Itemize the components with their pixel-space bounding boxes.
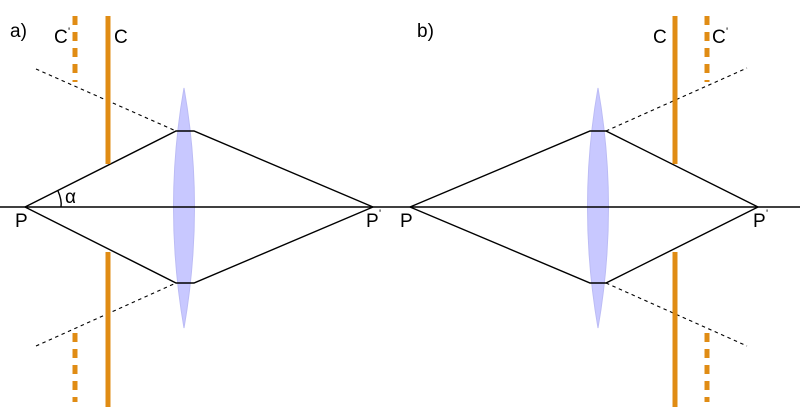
label-c-prime-mark-b: ' xyxy=(726,26,728,38)
ray-extension-upper-a xyxy=(35,68,177,132)
panel-b: b) C C ' P P ' xyxy=(400,16,800,407)
ray-upper-b xyxy=(409,130,759,208)
label-p-prime-b: P xyxy=(753,211,766,232)
ray-lower-b xyxy=(409,206,759,284)
label-p-prime-a: P xyxy=(366,211,379,232)
label-p-b: P xyxy=(400,211,413,232)
label-p-prime-mark-a: ' xyxy=(379,208,381,220)
panel-a: a) C ' C α P P ' xyxy=(0,16,400,407)
panel-label-b: b) xyxy=(417,21,434,42)
lens-b xyxy=(587,87,609,329)
label-p-prime-mark-b: ' xyxy=(766,208,768,220)
ray-lower-a xyxy=(24,206,374,284)
label-c-b: C xyxy=(653,27,667,48)
label-c-prime-mark-a: ' xyxy=(68,26,70,38)
lens-a xyxy=(173,87,195,329)
label-c-a: C xyxy=(114,27,128,48)
label-c-prime-b: C xyxy=(712,27,726,48)
ray-upper-a xyxy=(24,130,374,208)
angle-arc-a xyxy=(57,190,62,208)
label-alpha-a: α xyxy=(65,187,76,208)
label-c-prime-a: C xyxy=(54,27,68,48)
label-p-a: P xyxy=(15,211,28,232)
panel-label-a: a) xyxy=(10,21,27,42)
ray-extension-lower-a xyxy=(35,282,177,347)
